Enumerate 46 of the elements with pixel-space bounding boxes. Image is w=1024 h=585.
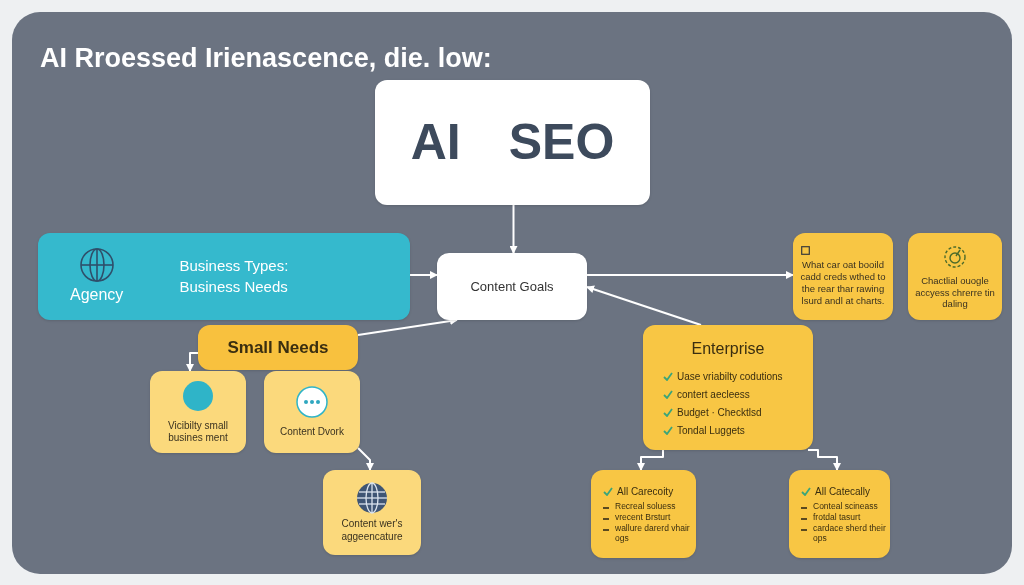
- process-box: [789, 470, 890, 558]
- list-item: frotdal tasurt: [813, 511, 861, 523]
- node-label: Agency: [70, 284, 124, 305]
- list-item: cardace sherd their ops: [813, 522, 886, 544]
- heading-text: SEO: [508, 113, 615, 172]
- checklist-item: All Carecoity: [617, 485, 674, 500]
- node-label: Business Types: Business Needs: [179, 255, 290, 297]
- arrow: [357, 447, 374, 471]
- list-item: Recreal soluess: [615, 501, 676, 512]
- arrow: [357, 317, 458, 336]
- process-box: [908, 233, 1002, 320]
- arrow: [586, 271, 794, 279]
- checklist-item: Uase vriabilty codutions: [677, 370, 783, 384]
- category-band: [38, 233, 410, 320]
- process-box: [198, 325, 358, 370]
- node-label: What car oat booild cadd creds wthed to the rear thar rawing lsurd andl at charts.: [799, 259, 887, 307]
- arrow: [637, 449, 664, 471]
- process-box: [264, 371, 360, 453]
- process-box: [793, 233, 893, 320]
- arrow: [409, 271, 438, 279]
- checklist-item: contert aecleess: [677, 388, 750, 402]
- list-item: Conteal scineass: [813, 501, 878, 512]
- node-label: Chactlial ouogle accyess chrerre tin daling: [914, 274, 996, 311]
- heading-text: AI: [410, 113, 461, 172]
- diagram-title: AI Rroessed Irienascence, die. low:: [40, 42, 492, 75]
- arrow: [807, 449, 841, 471]
- process-box: [643, 325, 813, 450]
- checklist-item: All Catecally: [815, 485, 871, 500]
- node-heading: Enterprise: [690, 339, 766, 359]
- list-item: wallure darerd vhair ogs: [615, 522, 691, 544]
- node-label: Content wer's aggeencature: [340, 518, 404, 543]
- node-label: Content Dvork: [280, 425, 344, 439]
- node-label: Vicibilty small busines ment: [167, 419, 229, 445]
- node-label: Small Needs: [227, 336, 329, 359]
- process-box: [323, 470, 421, 555]
- arrow: [586, 285, 702, 326]
- arrow: [509, 204, 518, 254]
- arrow: [186, 352, 199, 372]
- process-box: [375, 80, 650, 205]
- process-box: [437, 253, 587, 320]
- process-box: [591, 470, 696, 558]
- list-item: vrecent Brsturt: [615, 511, 671, 523]
- process-box: [150, 371, 246, 453]
- checklist-item: Tondal Luggets: [677, 424, 745, 438]
- node-label: Content Goals: [470, 277, 554, 296]
- checklist-item: Budget · Checktlsd: [677, 406, 762, 420]
